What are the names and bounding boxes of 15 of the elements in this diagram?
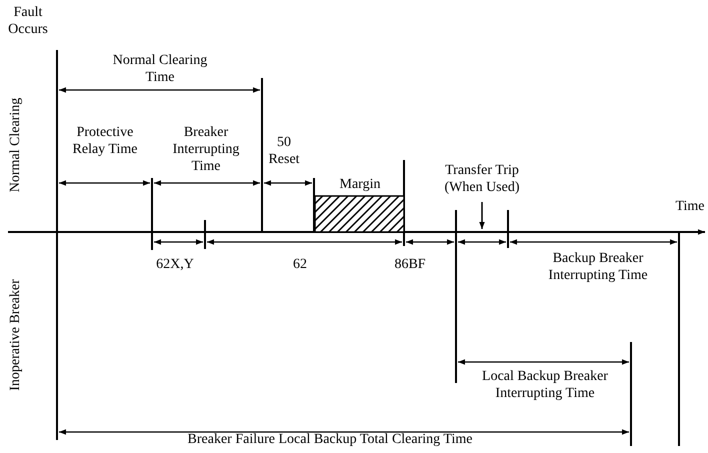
hatched-bar — [314, 195, 405, 233]
time-label: Protective Relay Time — [72, 124, 138, 158]
event-label: Fault Occurs — [7, 4, 49, 38]
time-label: Local Backup Breaker Interrupting Time — [481, 368, 609, 402]
time-label: Backup Breaker Interrupting Time — [547, 250, 649, 284]
time-label: Time — [674, 198, 706, 215]
time-label: 62 — [292, 256, 308, 273]
time-label: Breaker Interrupting Time — [172, 124, 240, 175]
time-label: 62X,Y — [155, 256, 195, 273]
bar-label: Margin — [338, 176, 382, 193]
time-label: Transfer Trip (When Used) — [443, 162, 521, 196]
time-label: 50 Reset — [267, 134, 301, 168]
time-label: Breaker Failure Local Backup Total Clearing Time — [186, 431, 474, 448]
time-label: Normal Clearing Time — [112, 52, 208, 86]
time-label: 86BF — [393, 256, 427, 273]
